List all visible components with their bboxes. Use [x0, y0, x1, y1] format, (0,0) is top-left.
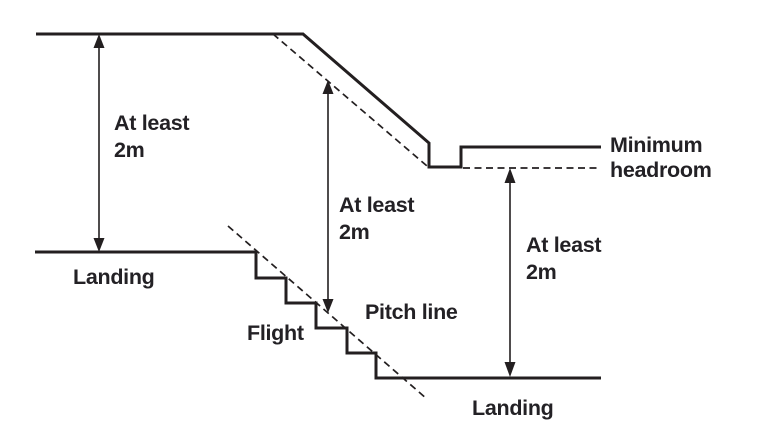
lower-dim-label-line1: At least: [526, 233, 601, 257]
arrowhead-down-icon: [93, 238, 105, 252]
pitch-line-label: Pitch line: [365, 300, 458, 324]
ceiling-parallel-dashed-line: [272, 33, 428, 167]
upper-dim-label-line2: 2m: [114, 138, 144, 162]
landing-and-stairs-outline: [35, 250, 601, 380]
lower-landing-label: Landing: [472, 396, 554, 420]
headroom-arrow-middle: [322, 80, 334, 313]
ceiling-line: [36, 32, 601, 169]
headroom-arrow-upper: [93, 34, 105, 252]
flight-label: Flight: [247, 321, 304, 345]
minimum-headroom-label-line1: Minimum: [610, 133, 702, 157]
minimum-headroom-label-line2: headroom: [610, 158, 712, 182]
lower-dim-label-line2: 2m: [526, 260, 556, 284]
upper-landing-label: Landing: [73, 265, 155, 289]
arrowhead-down-icon: [504, 362, 516, 377]
pitch-line: [227, 225, 428, 400]
arrowhead-up-icon: [322, 80, 334, 94]
headroom-arrow-lower: [504, 168, 516, 377]
middle-dim-label-line1: At least: [339, 193, 414, 217]
arrowhead-up-icon: [504, 168, 516, 183]
upper-dim-label-line1: At least: [114, 111, 189, 135]
arrowhead-down-icon: [322, 299, 334, 313]
middle-dim-label-line2: 2m: [339, 220, 369, 244]
arrowhead-up-icon: [93, 34, 105, 48]
